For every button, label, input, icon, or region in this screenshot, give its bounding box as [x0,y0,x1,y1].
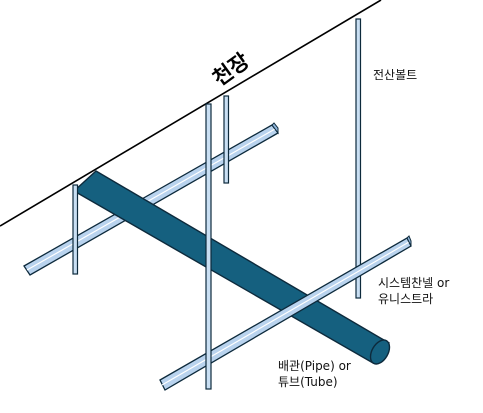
channel-lower [159,235,412,391]
hanger-rod-middle [205,103,212,390]
channel-upper [23,122,279,276]
ceiling-line [0,0,382,227]
channel-label-line1: 시스템찬넬 or [378,276,450,290]
hanger-rod-right [355,18,362,299]
anchor-bolt-label: 전산볼트 [373,68,418,82]
pipe-label-line2: 튜브(Tube) [278,375,338,389]
pipe [72,170,391,365]
channel-label-line2: 유니스트라 [378,292,434,306]
hanger-rod-center [223,95,230,184]
pipe-label-line1: 배관(Pipe) or [278,359,351,373]
hanger-rod-left [72,184,79,275]
